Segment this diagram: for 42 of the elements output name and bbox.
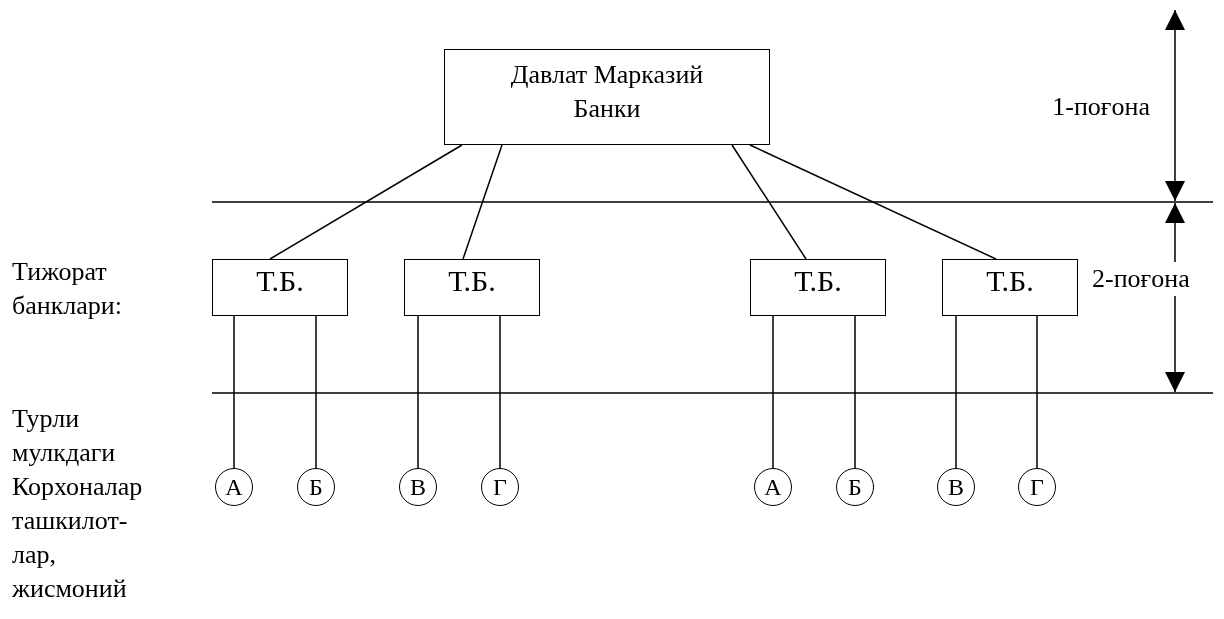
connector-line	[854, 315, 856, 469]
connector-line	[462, 144, 503, 260]
circle-node	[1018, 468, 1056, 506]
node-text: Давлат Марказий Банки	[509, 59, 705, 125]
connector-line	[417, 315, 419, 469]
circle-node	[215, 468, 253, 506]
circle-node	[937, 468, 975, 506]
circle-node	[297, 468, 335, 506]
connector-line	[233, 315, 235, 469]
circle-node	[836, 468, 874, 506]
label-text: Тижорат банклари:	[12, 256, 123, 322]
label-text: 2-поғона	[1092, 262, 1190, 296]
connector-line	[731, 144, 807, 260]
process-box	[404, 259, 540, 316]
node-text: А	[764, 475, 782, 499]
connector-line	[749, 144, 997, 260]
label-text: 1-поғона	[1051, 91, 1150, 123]
node-text: Г	[493, 475, 507, 499]
process-box	[750, 259, 886, 316]
connector-line	[772, 315, 774, 469]
circle-node	[481, 468, 519, 506]
connector-line	[269, 144, 463, 260]
connector-line	[1036, 315, 1038, 469]
connector-line	[315, 315, 317, 469]
circle-node	[754, 468, 792, 506]
node-text: Б	[309, 475, 323, 499]
process-box	[444, 49, 770, 145]
node-text: Т.Б.	[794, 264, 842, 298]
node-text: А	[225, 475, 243, 499]
node-text: Т.Б.	[448, 264, 496, 298]
node-text: В	[948, 475, 964, 499]
node-text: В	[410, 475, 426, 499]
node-text: Т.Б.	[986, 264, 1034, 298]
connector-line	[499, 315, 501, 469]
node-text: Т.Б.	[256, 264, 304, 298]
circle-node	[399, 468, 437, 506]
connector-line	[955, 315, 957, 469]
label-text: Турли мулкдаги Корхоналар ташкилот- лар, жисмоний	[12, 403, 144, 605]
process-box	[942, 259, 1078, 316]
node-text: Б	[848, 475, 862, 499]
node-text: Г	[1030, 475, 1044, 499]
process-box	[212, 259, 348, 316]
